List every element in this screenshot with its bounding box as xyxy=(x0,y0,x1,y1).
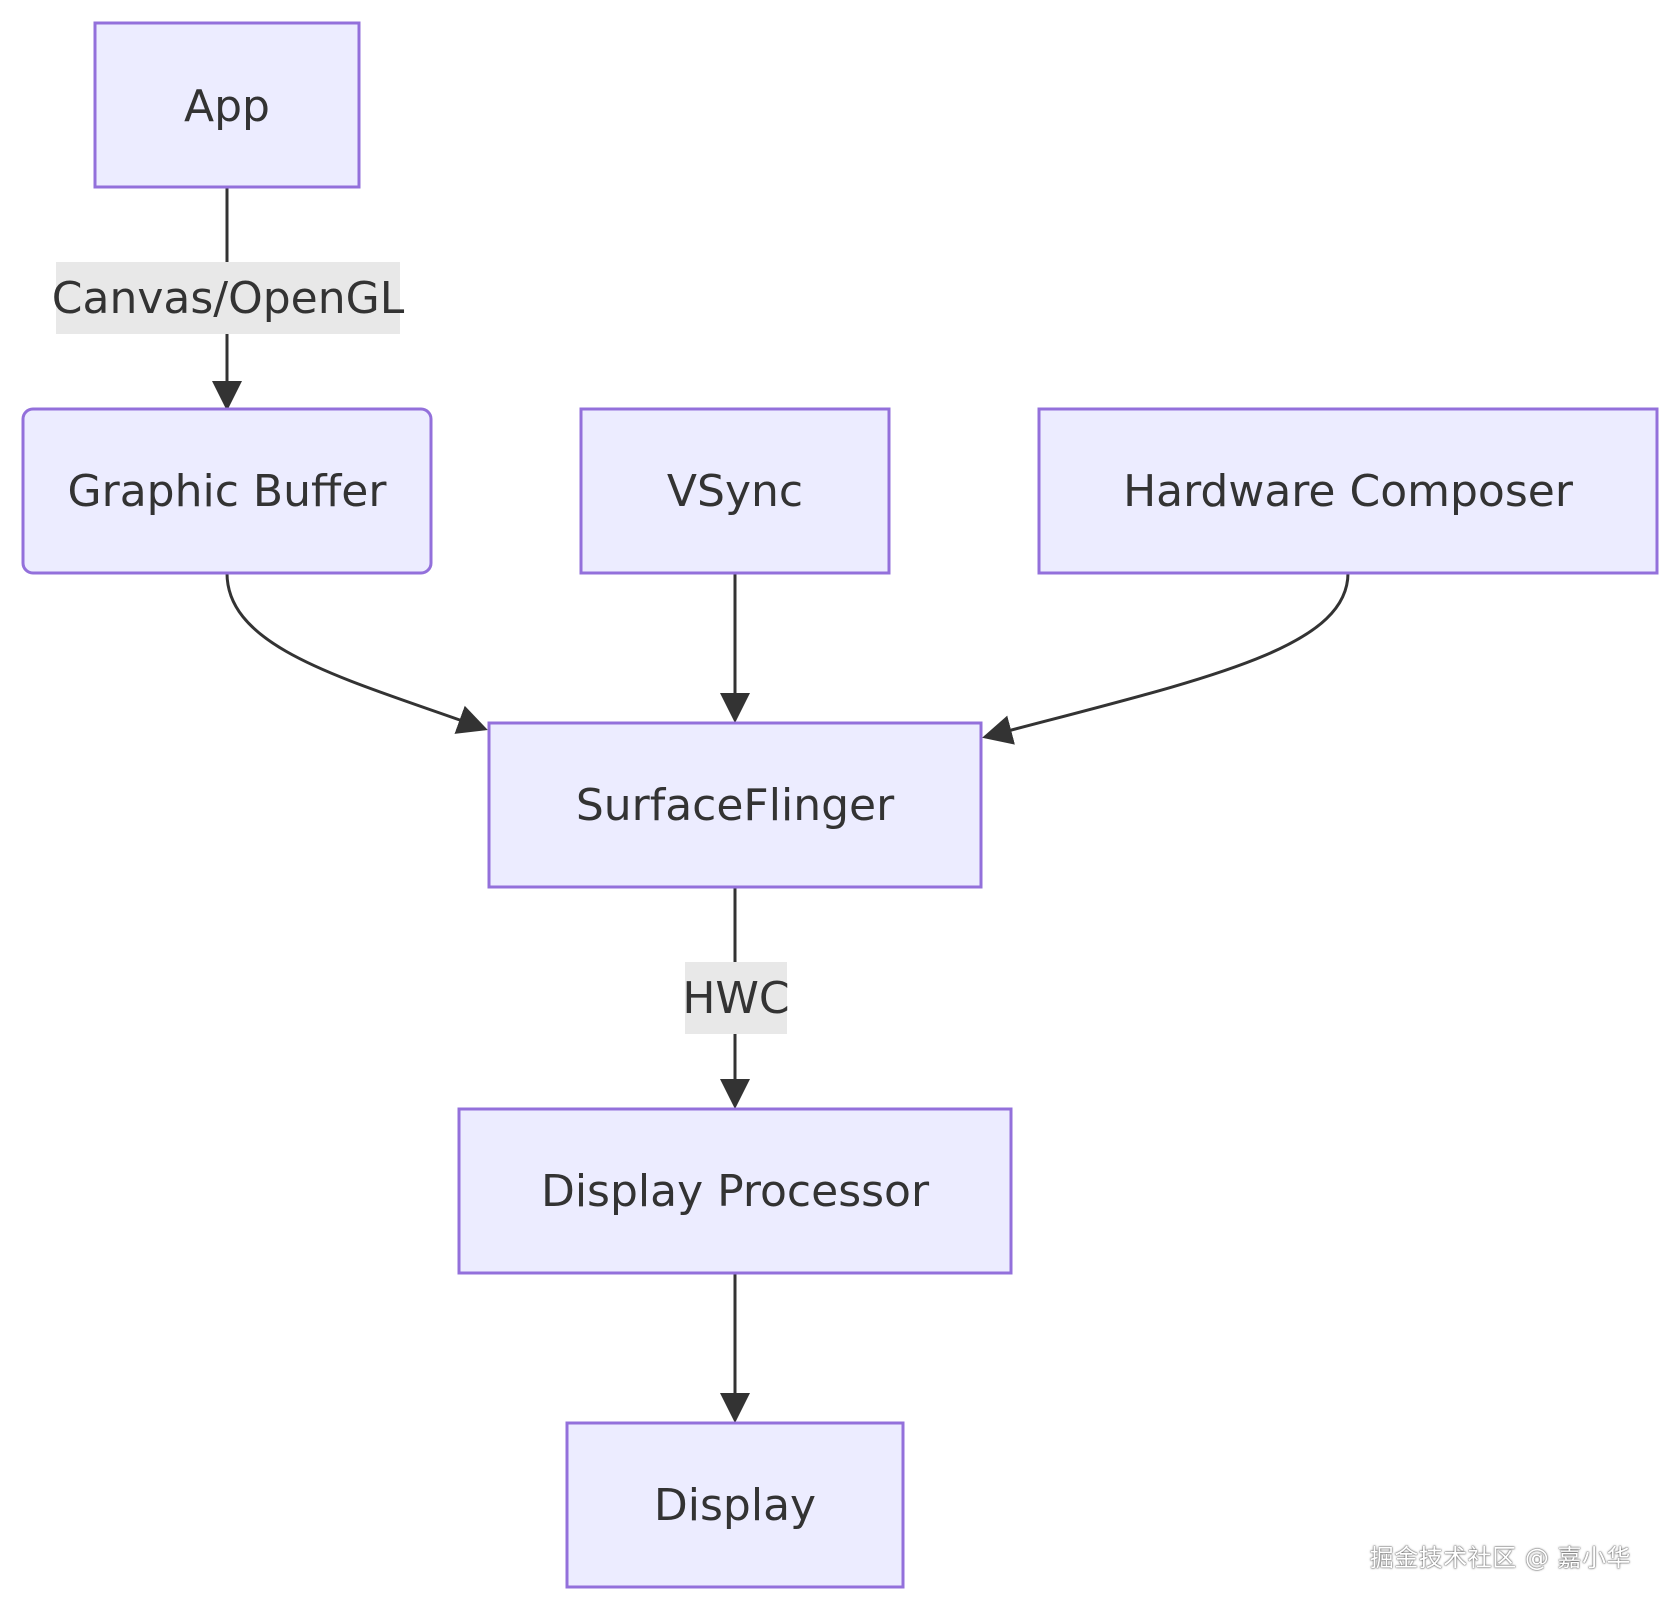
node-display-processor: Display Processor xyxy=(457,1107,1013,1275)
edge-graphic-buffer-to-surfaceflinger xyxy=(225,572,488,734)
edge-label-text-canvas-opengl: Canvas/OpenGL xyxy=(52,273,405,324)
node-label-display-processor: Display Processor xyxy=(541,1166,930,1217)
node-graphic-buffer: Graphic Buffer xyxy=(21,407,433,575)
node-label-surfaceflinger: SurfaceFlinger xyxy=(576,780,895,831)
edge-label-canvas-opengl: Canvas/OpenGL xyxy=(52,262,405,334)
edge-label-text-hwc: HWC xyxy=(682,973,789,1024)
node-surfaceflinger: SurfaceFlinger xyxy=(487,721,983,889)
watermark: 掘金技术社区 @ 嘉小华 xyxy=(1369,1544,1631,1572)
node-display: Display xyxy=(565,1421,905,1589)
node-label-vsync: VSync xyxy=(667,466,803,517)
node-label-display: Display xyxy=(654,1480,816,1531)
node-label-hardware-composer: Hardware Composer xyxy=(1123,466,1574,517)
edge-label-hwc: HWC xyxy=(682,962,790,1034)
edge-hardware-composer-to-surfaceflinger xyxy=(982,572,1350,745)
node-vsync: VSync xyxy=(579,407,891,575)
node-label-graphic-buffer: Graphic Buffer xyxy=(68,466,388,517)
node-hardware-composer: Hardware Composer xyxy=(1037,407,1659,575)
node-app: App xyxy=(93,21,361,189)
node-label-app: App xyxy=(184,81,270,132)
